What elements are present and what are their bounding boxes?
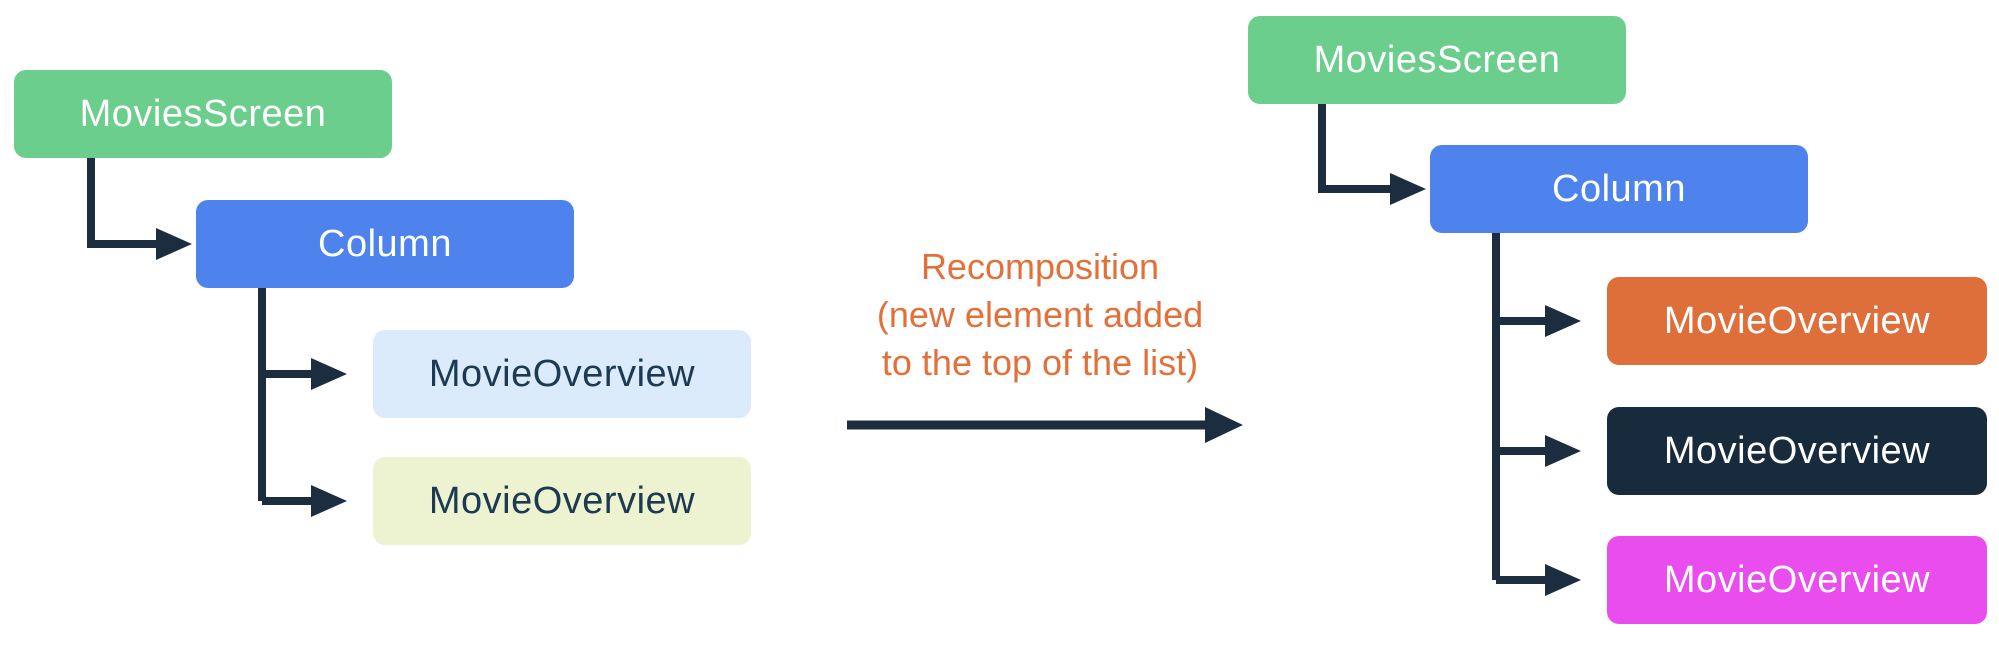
left-movieoverview-node-2: MovieOverview xyxy=(373,457,751,545)
left-moviesscreen-node: MoviesScreen xyxy=(14,70,392,158)
arrowhead-icon xyxy=(156,228,192,260)
left-column-node: Column xyxy=(196,200,574,288)
caption-line-2: (new element added xyxy=(876,294,1204,335)
arrowhead-icon xyxy=(1545,435,1581,467)
arrowhead-icon xyxy=(1205,407,1243,443)
arrowhead-icon xyxy=(1390,173,1426,205)
recomposition-caption: Recomposition (new element added to the … xyxy=(820,243,1260,387)
arrowhead-icon xyxy=(1545,305,1581,337)
recomposition-arrow xyxy=(847,407,1243,443)
right-column-to-children-connector xyxy=(1492,233,1581,596)
right-moviesscreen-node: MoviesScreen xyxy=(1248,16,1626,104)
left-root-to-column-connector xyxy=(87,158,192,260)
arrowhead-icon xyxy=(1545,564,1581,596)
right-movieoverview-node-3: MovieOverview xyxy=(1607,536,1987,624)
arrowhead-icon xyxy=(311,358,347,390)
right-movieoverview-node-2: MovieOverview xyxy=(1607,407,1987,495)
left-column-to-children-connector xyxy=(258,288,347,517)
arrowhead-icon xyxy=(311,485,347,517)
right-column-node: Column xyxy=(1430,145,1808,233)
caption-line-1: Recomposition xyxy=(920,246,1160,287)
left-movieoverview-node-1: MovieOverview xyxy=(373,330,751,418)
right-root-to-column-connector xyxy=(1318,104,1426,205)
caption-line-3: to the top of the list) xyxy=(881,342,1199,383)
right-movieoverview-node-1: MovieOverview xyxy=(1607,277,1987,365)
